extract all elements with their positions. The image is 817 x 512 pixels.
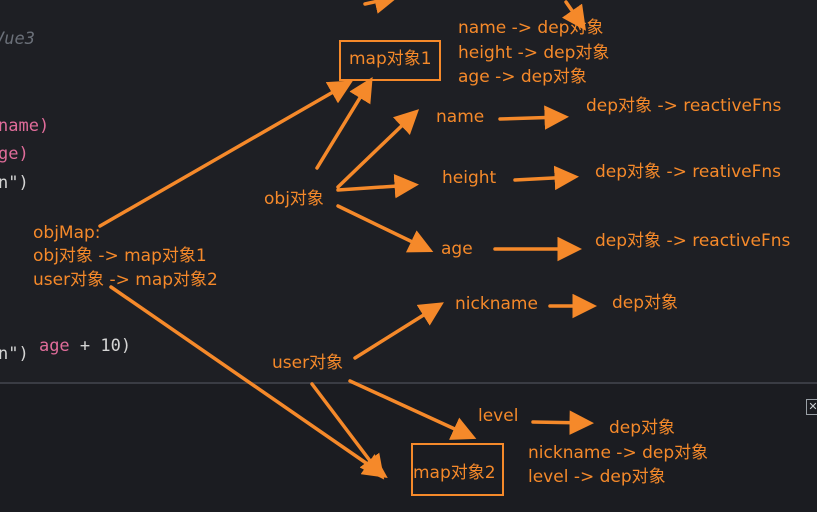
map2-entry-nickname: nickname -> dep对象 — [528, 443, 709, 463]
obj-dep-age: dep对象 -> reactiveFns — [595, 231, 791, 251]
arrow-objmap-to-map2 — [109, 285, 388, 478]
arrow-obj-to-name — [336, 109, 420, 189]
code-line-4-prop: age — [38, 336, 70, 356]
arrow-obj-to-height — [336, 173, 419, 199]
map1-entry-age: age -> dep对象 — [458, 67, 587, 87]
arrow-height-to-dep — [513, 165, 579, 191]
obj-key-height: height — [442, 168, 497, 188]
obj-dep-name: dep对象 -> reactiveFns — [586, 96, 782, 116]
bottom-panel — [0, 384, 817, 512]
user-dep-level: dep对象 — [609, 418, 676, 438]
arrow-top-right — [561, 0, 586, 31]
obj-key-name: name — [436, 107, 485, 127]
arrow-obj-to-map1 — [315, 77, 373, 170]
objmap-entry-user: user对象 -> map对象2 — [33, 270, 218, 290]
arrow-top-left — [363, 0, 399, 14]
code-comment: Vue3 — [0, 29, 35, 49]
code-line-1: name) — [0, 116, 50, 136]
arrow-user-to-map2 — [310, 382, 385, 480]
arrow-obj-to-age — [336, 204, 434, 253]
arrow-name-to-dep — [498, 105, 569, 130]
code-line-3: n") — [0, 173, 29, 193]
map1-box — [339, 40, 441, 81]
code-line-5: n") — [0, 344, 29, 364]
objmap-entry-obj: obj对象 -> map对象1 — [33, 246, 207, 266]
code-line-2: ge) — [0, 144, 29, 164]
map1-entry-name: name -> dep对象 — [458, 18, 604, 38]
map1-entry-height: height -> dep对象 — [458, 43, 610, 63]
map2-label: map对象2 — [413, 463, 496, 483]
objmap-title: objMap: — [33, 223, 101, 243]
user-dep-nickname: dep对象 — [612, 293, 679, 313]
close-icon[interactable]: ✕ — [806, 399, 817, 415]
user-key-level: level — [478, 406, 519, 426]
arrow-objmap-to-map1 — [98, 80, 354, 228]
obj-dep-height: dep对象 -> reativeFns — [595, 162, 782, 182]
obj-key-age: age — [441, 239, 473, 259]
code-line-4-rest: + 10) — [69, 336, 132, 356]
arrow-user-to-level — [348, 379, 477, 440]
arrow-level-to-dep — [531, 410, 594, 435]
panel-divider — [0, 382, 817, 384]
arrow-user-to-nickname — [353, 302, 444, 360]
user-key-nickname: nickname — [455, 294, 538, 314]
map2-box — [411, 443, 504, 496]
obj-node: obj对象 — [264, 189, 324, 209]
map2-entry-level: level -> dep对象 — [528, 467, 666, 487]
map1-label: map对象1 — [349, 49, 432, 69]
user-node: user对象 — [272, 353, 344, 373]
code-line-4: age + 10) — [0, 316, 131, 376]
